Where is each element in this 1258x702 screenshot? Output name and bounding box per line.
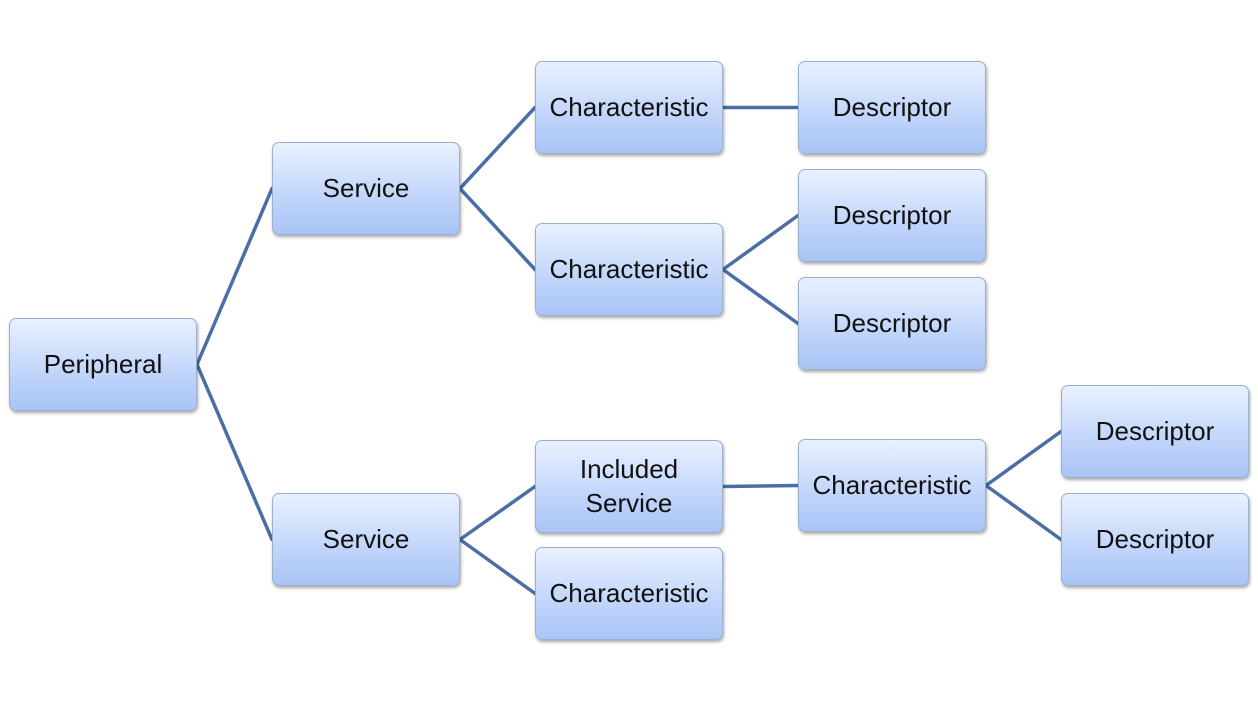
node-label: Descriptor	[832, 199, 952, 230]
node-label: Descriptor	[832, 91, 952, 122]
connector-included_service-char_4	[721, 483, 800, 489]
node-label: Service	[322, 172, 410, 203]
node-label: Characteristic	[549, 253, 709, 284]
descriptor-node-5: Descriptor	[1061, 493, 1249, 586]
connector-peripheral-service_2	[195, 362, 274, 542]
connector-char_2-desc_2	[721, 213, 800, 272]
connector-service_1-char_2	[458, 186, 537, 272]
node-label: Characteristic	[549, 91, 709, 122]
node-label: Characteristic	[812, 469, 972, 500]
node-label: Descriptor	[1095, 415, 1215, 446]
connector-peripheral-service_1	[195, 186, 274, 367]
characteristic-node-4: Characteristic	[798, 439, 986, 532]
connector-char_4-desc_4	[984, 429, 1063, 488]
descriptor-node-1: Descriptor	[798, 61, 986, 154]
characteristic-node-2: Characteristic	[535, 223, 723, 316]
node-label: Service	[322, 523, 410, 554]
node-label: Descriptor	[1095, 523, 1215, 554]
characteristic-node-1: Characteristic	[535, 61, 723, 154]
connector-service_1-char_1	[458, 105, 537, 191]
peripheral-node: Peripheral	[9, 318, 197, 411]
connector-service_2-included_service	[458, 484, 537, 542]
descriptor-node-2: Descriptor	[798, 169, 986, 262]
service-node-1: Service	[272, 142, 460, 235]
node-label: Descriptor	[832, 307, 952, 338]
descriptor-node-3: Descriptor	[798, 277, 986, 370]
connector-service_2-char_3	[458, 537, 537, 596]
connector-char_4-desc_5	[984, 483, 1063, 542]
node-label: Included Service	[579, 454, 679, 518]
included-service-node: Included Service	[535, 440, 723, 533]
descriptor-node-4: Descriptor	[1061, 385, 1249, 478]
connector-char_2-desc_3	[721, 267, 800, 326]
service-node-2: Service	[272, 493, 460, 586]
node-label: Peripheral	[43, 348, 163, 379]
characteristic-node-3: Characteristic	[535, 547, 723, 640]
node-label: Characteristic	[549, 577, 709, 608]
